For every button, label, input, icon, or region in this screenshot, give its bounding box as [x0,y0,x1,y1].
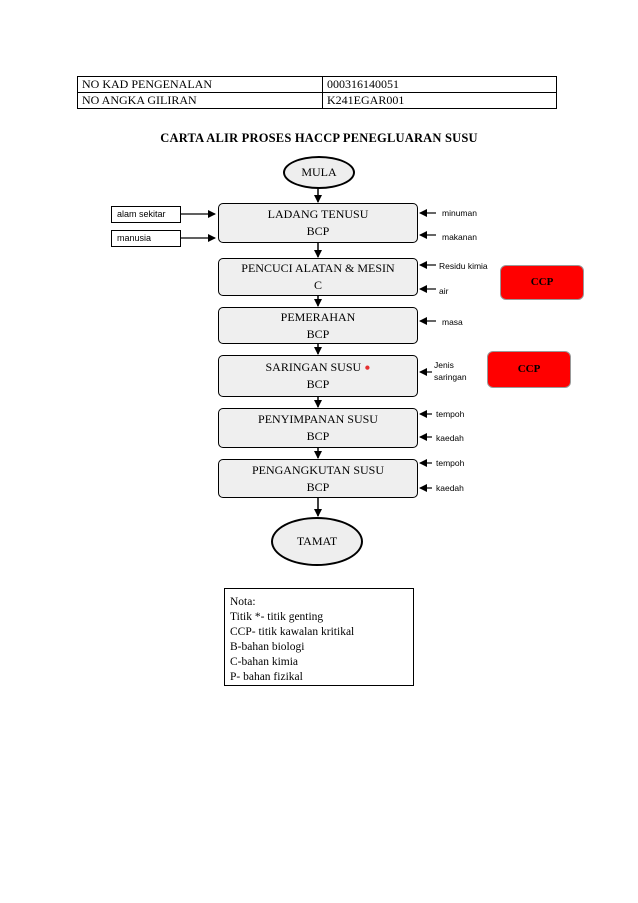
note-air: air [439,286,449,296]
step-hazard: BCP [306,479,330,494]
table-cell-value: K241EGAR001 [322,92,557,109]
legend-box: Nota: Titik *- titik genting CCP- titik … [224,588,414,686]
identity-table: NO KAD PENGENALAN 000316140051 NO ANGKA … [77,76,557,109]
step-name: PENGANGKUTAN SUSU [251,462,385,477]
step-pemerahan: PEMERAHAN BCP [218,307,418,344]
step-hazard: BCP [306,326,330,341]
note-line: saringan [434,372,467,382]
step-name: LADANG TENUSU [267,207,369,221]
end-oval: TAMAT [271,517,363,566]
flowchart-title: CARTA ALIR PROSES HACCP PENEGLUARAN SUSU [160,131,478,145]
note-minuman: minuman [442,208,477,218]
note-jenis-saringan: Jenis saringan [434,359,467,383]
step-name: SARINGAN SUSU [265,360,362,374]
legend-line: B-bahan biologi [230,641,305,653]
note-tempoh: tempoh [436,458,465,468]
note-residu-kimia: Residu kimia [439,261,488,271]
legend-line: C-bahan kimia [230,656,299,668]
step-hazard: BCP [306,429,330,443]
step-hazard: BCP [306,377,330,391]
legend-line: CCP- titik kawalan kritikal [230,626,355,638]
legend-line: Titik *- titik genting [230,611,324,623]
start-oval: MULA [283,156,355,189]
note-kaedah: kaedah [436,483,464,493]
legend-line: P- bahan fizikal [230,671,303,683]
step-pencuci-alatan: PENCUCI ALATAN & MESIN C [218,258,418,296]
step-hazard: C [313,278,322,292]
ccp-badge: CCP [487,351,571,388]
note-tempoh: tempoh [436,409,465,419]
legend-heading: Nota: [230,596,256,608]
step-hazard: BCP [306,224,330,238]
step-name: PENCUCI ALATAN & MESIN [241,261,395,275]
note-line: Jenis [434,360,454,370]
table-row: NO ANGKA GILIRAN K241EGAR001 [77,92,557,109]
table-cell-label: NO ANGKA GILIRAN [77,92,323,109]
input-manusia: manusia [111,230,181,247]
step-name: PENYIMPANAN SUSU [258,412,378,426]
input-alam-sekitar: alam sekitar [111,206,181,223]
note-kaedah: kaedah [436,433,464,443]
note-makanan: makanan [442,232,477,242]
step-saringan-susu: SARINGAN SUSU • BCP [218,355,418,397]
step-name: PEMERAHAN [280,309,356,324]
ccp-badge: CCP [500,265,584,300]
step-ladang-tenusu: LADANG TENUSU BCP [218,203,418,243]
critical-point-marker: • [364,358,371,378]
step-penyimpanan-susu: PENYIMPANAN SUSU BCP [218,408,418,448]
step-pengangkutan-susu: PENGANGKUTAN SUSU BCP [218,459,418,498]
note-masa: masa [442,317,463,327]
